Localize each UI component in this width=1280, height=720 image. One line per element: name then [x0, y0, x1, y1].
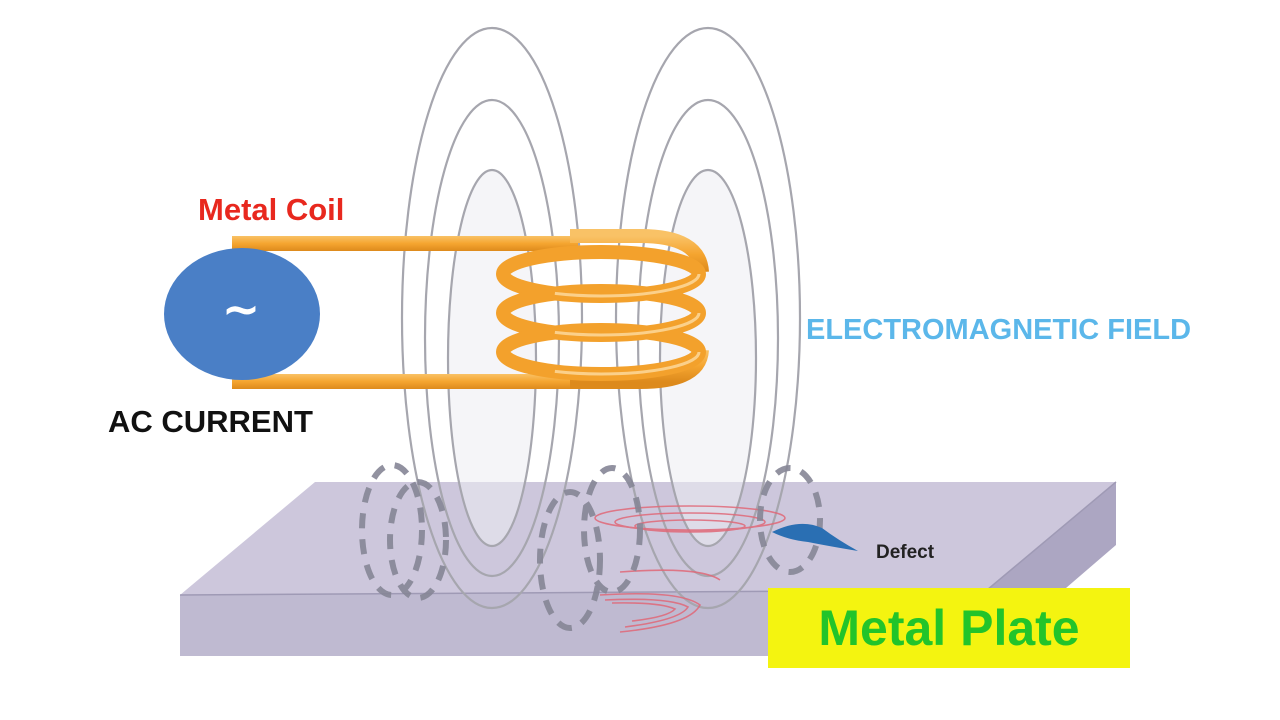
defect-label: Defect: [876, 542, 935, 563]
eddy-loop-1: [359, 462, 425, 598]
sine-wave-icon: ~: [221, 282, 261, 336]
field-loop-left-outer: [400, 26, 584, 610]
metal-plate-label-box: Metal Plate: [768, 588, 1130, 668]
field-loop-right-inner: [658, 168, 758, 548]
field-loop-right-outer: [614, 26, 802, 610]
metal-plate-label: Metal Plate: [818, 600, 1080, 656]
crack-icon: [772, 523, 858, 551]
eddy-currents: [594, 505, 786, 633]
eddy-loop-3: [537, 489, 603, 631]
coil-top-lead: [232, 236, 578, 251]
eddy-current-dashed-loops: [359, 462, 823, 631]
electromagnetic-field-label: ELECTROMAGNETIC FIELD: [806, 314, 1192, 346]
ac-source: [164, 248, 320, 380]
metal-coil: [232, 229, 709, 389]
eddy-loop-2: [387, 479, 449, 601]
eddy-loop-4: [581, 465, 643, 595]
eddy-loop-5: [757, 465, 823, 575]
ac-current-label: AC CURRENT: [108, 404, 313, 439]
coil-bottom-lead: [232, 374, 578, 389]
metal-coil-label: Metal Coil: [198, 192, 345, 227]
